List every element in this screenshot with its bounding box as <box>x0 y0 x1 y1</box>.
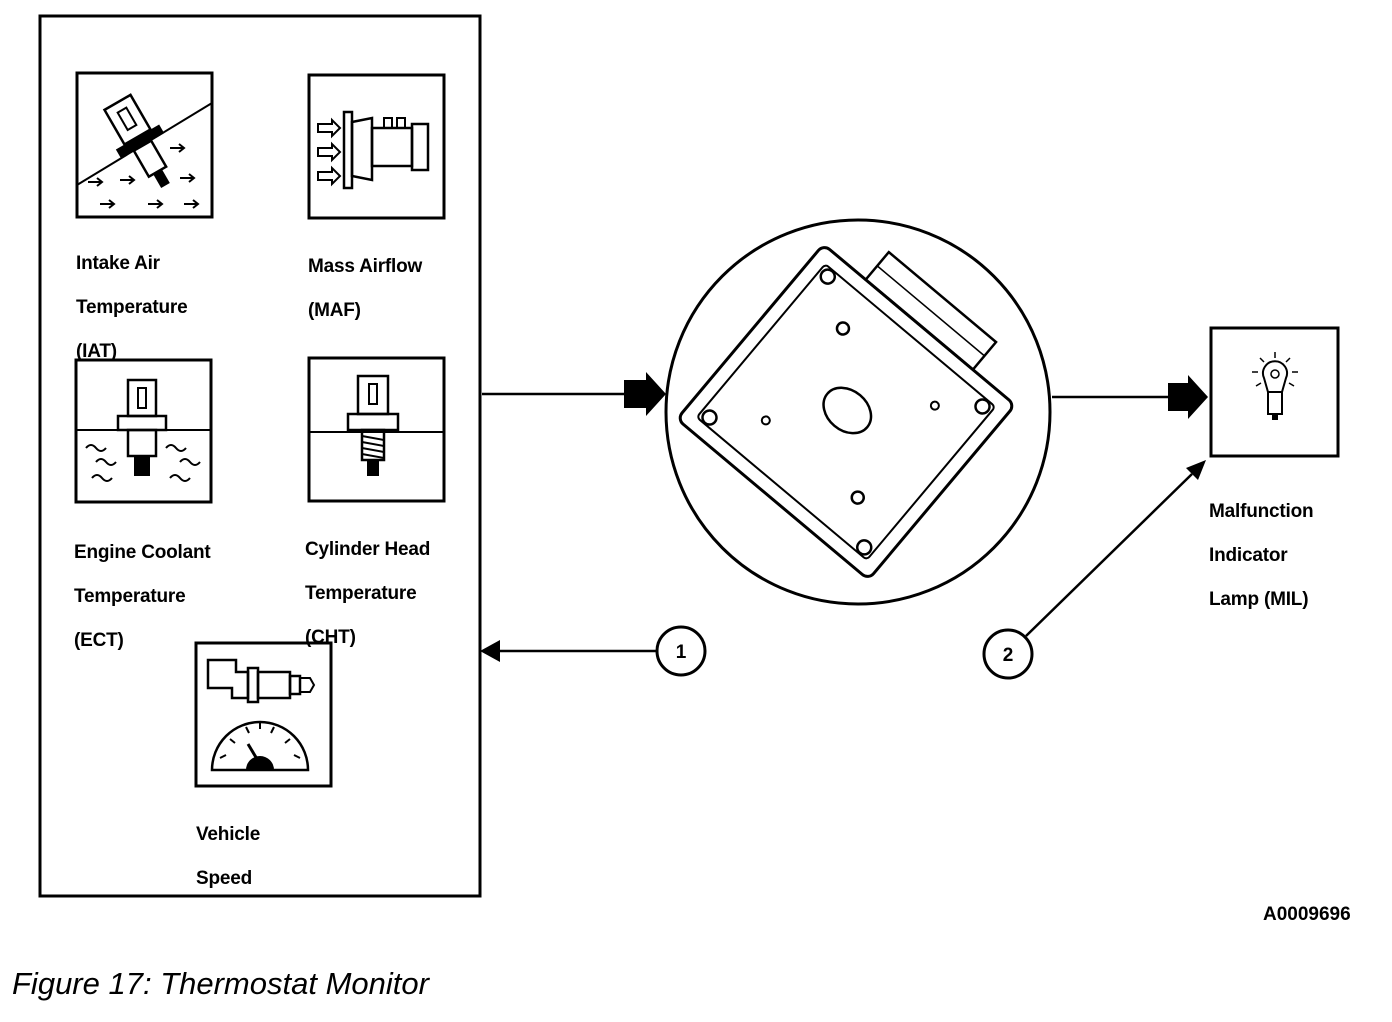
callout-2: 2 <box>982 460 1206 680</box>
ect-label: Engine Coolant Temperature (ECT) <box>74 542 211 651</box>
ect-sensor-icon <box>74 358 213 504</box>
maf-label: Mass Airflow (MAF) <box>308 256 423 321</box>
pcm-module-icon <box>664 218 1052 606</box>
cht-label: Cylinder Head Temperature (CHT) <box>305 539 431 648</box>
input-arrow <box>482 372 666 416</box>
figure-caption: Figure 17: Thermostat Monitor <box>12 966 429 1001</box>
figure-id: A0009696 <box>1263 904 1351 925</box>
sensor-panel <box>38 14 482 898</box>
callout-2-number: 2 <box>1003 645 1014 666</box>
mil-label: Malfunction Indicator Lamp (MIL) <box>1209 501 1314 610</box>
iat-label: Intake Air Temperature (IAT) <box>76 253 188 362</box>
output-arrow <box>1052 375 1208 419</box>
cht-sensor-icon <box>307 356 446 503</box>
mil-lamp-icon <box>1209 326 1340 458</box>
maf-sensor-icon <box>307 73 446 220</box>
callout-1: 1 <box>480 625 707 677</box>
vehicle-speed-label: Vehicle Speed <box>196 824 261 889</box>
vehicle-speed-sensor-icon <box>194 641 333 788</box>
iat-sensor-icon <box>75 71 214 219</box>
callout-1-number: 1 <box>676 642 687 663</box>
